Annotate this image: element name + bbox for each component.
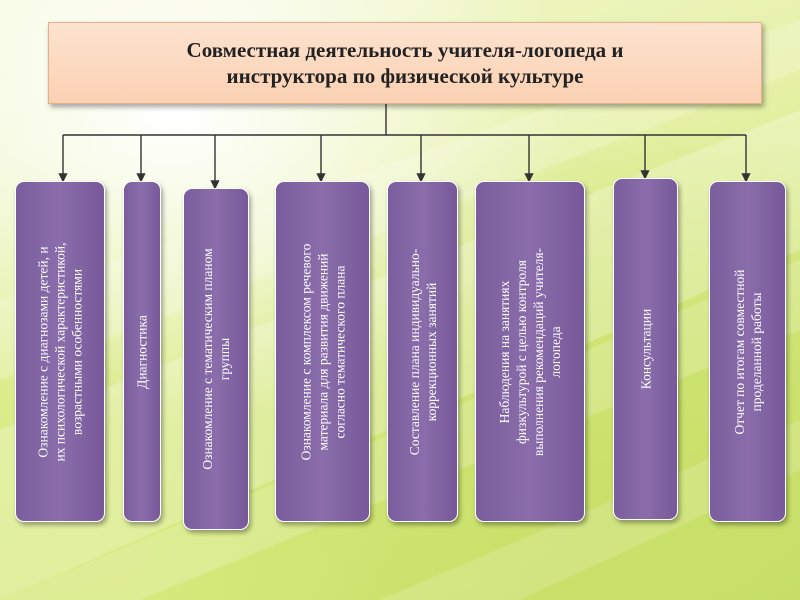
title-box: Совместная деятельность учителя-логопеда… xyxy=(48,22,762,104)
card-final-report: Отчет по итогам совместной проделанной р… xyxy=(709,181,786,522)
card-observations: Наблюдения на занятиях физкультурой с це… xyxy=(475,181,585,522)
card-consultations: Консультации xyxy=(613,178,678,520)
card-diagnostics: Диагностика xyxy=(123,181,161,522)
title-line-2: инструктора по физической культуре xyxy=(226,64,584,88)
card-individual-plan: Составление плана индивидуально- коррекц… xyxy=(387,181,458,522)
diagram-title: Совместная деятельность учителя-логопеда… xyxy=(105,37,705,89)
card-thematic-plan: Ознакомление с тематическим планом групп… xyxy=(183,188,249,530)
card-familiarization-diagnoses: Ознакомление с диагнозами детей, и их пс… xyxy=(15,181,105,522)
title-line-1: Совместная деятельность учителя-логопеда… xyxy=(186,38,624,62)
card-speech-material: Ознакомление с комплексом речевого матер… xyxy=(275,181,370,522)
